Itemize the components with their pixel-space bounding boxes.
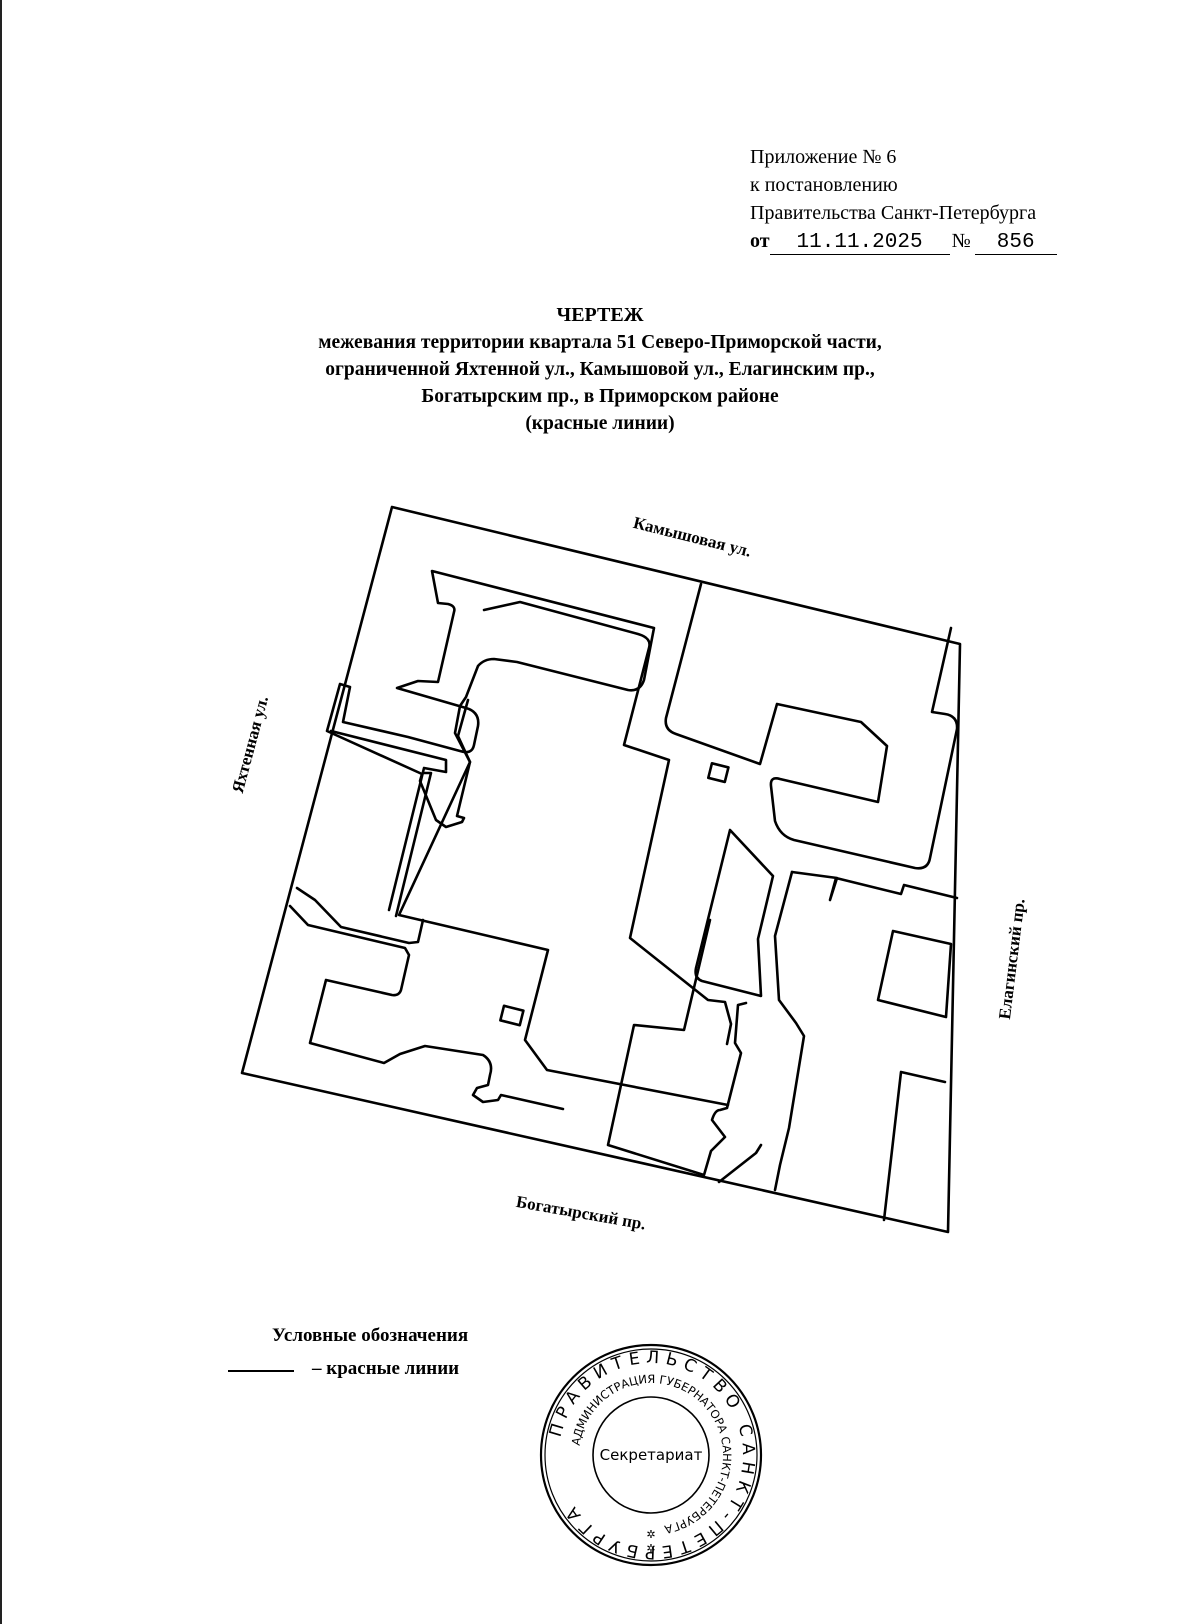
appendix-header: Приложение № 6 к постановлению Правитель… [750,143,1057,255]
date-prefix: от [750,230,770,252]
seal-icon: ПРАВИТЕЛЬСТВО САНКТ-ПЕТЕРБУРГА АДМИНИСТР… [539,1343,763,1567]
appendix-number: Приложение № 6 [750,146,897,168]
official-seal: ПРАВИТЕЛЬСТВО САНКТ-ПЕТЕРБУРГА АДМИНИСТР… [536,1340,766,1570]
decree-date: 11.11.2025 [769,232,950,255]
document-title: ЧЕРТЕЖ межевания территории квартала 51 … [0,302,1200,437]
strip-west [329,729,448,912]
parcel-sw-1 [295,886,425,945]
page-scan-edge [0,0,2,1624]
block-boundary [240,505,962,1234]
legend-title: Условные обозначения [272,1325,469,1346]
appendix-authority: Правительства Санкт-Петербурга [750,202,1037,224]
parcel-se-2 [790,870,959,902]
title-line-4: (красные линии) [525,413,675,434]
parcel-se-1 [773,870,806,1192]
title-main: ЧЕРТЕЖ [556,304,644,326]
parcel-nw [325,569,656,829]
parcel-central-west [397,698,730,1107]
small-square-south [499,1004,525,1027]
appendix-ref: к постановлению [750,174,898,196]
legend-item-red-lines: – красные линии [228,1358,459,1380]
small-square-north [707,761,730,784]
parcel-se-strip [882,1070,947,1222]
seal-center-text: Секретариат [599,1446,703,1464]
legend-item-label: – красные линии [312,1358,460,1379]
title-line-2: ограниченной Яхтенной ул., Камышовой ул.… [325,359,875,380]
title-line-3: Богатырским пр., в Приморском районе [421,386,779,407]
number-prefix: № [951,230,971,252]
strip-west-2 [394,771,433,918]
parcel-sw-2 [288,904,565,1111]
svg-text:✲: ✲ [646,1543,655,1555]
svg-text:✲: ✲ [646,1529,655,1541]
parcel-ne [664,582,959,870]
decree-number: 856 [974,232,1057,255]
legend-line-swatch [228,1369,294,1373]
title-line-1: межевания территории квартала 51 Северо-… [318,332,882,353]
parcel-central [482,600,733,1046]
road-bottom-curve [717,1143,763,1184]
road-central [606,918,748,1177]
parcel-se-square [876,929,953,1019]
parcel-triangle [694,828,775,998]
